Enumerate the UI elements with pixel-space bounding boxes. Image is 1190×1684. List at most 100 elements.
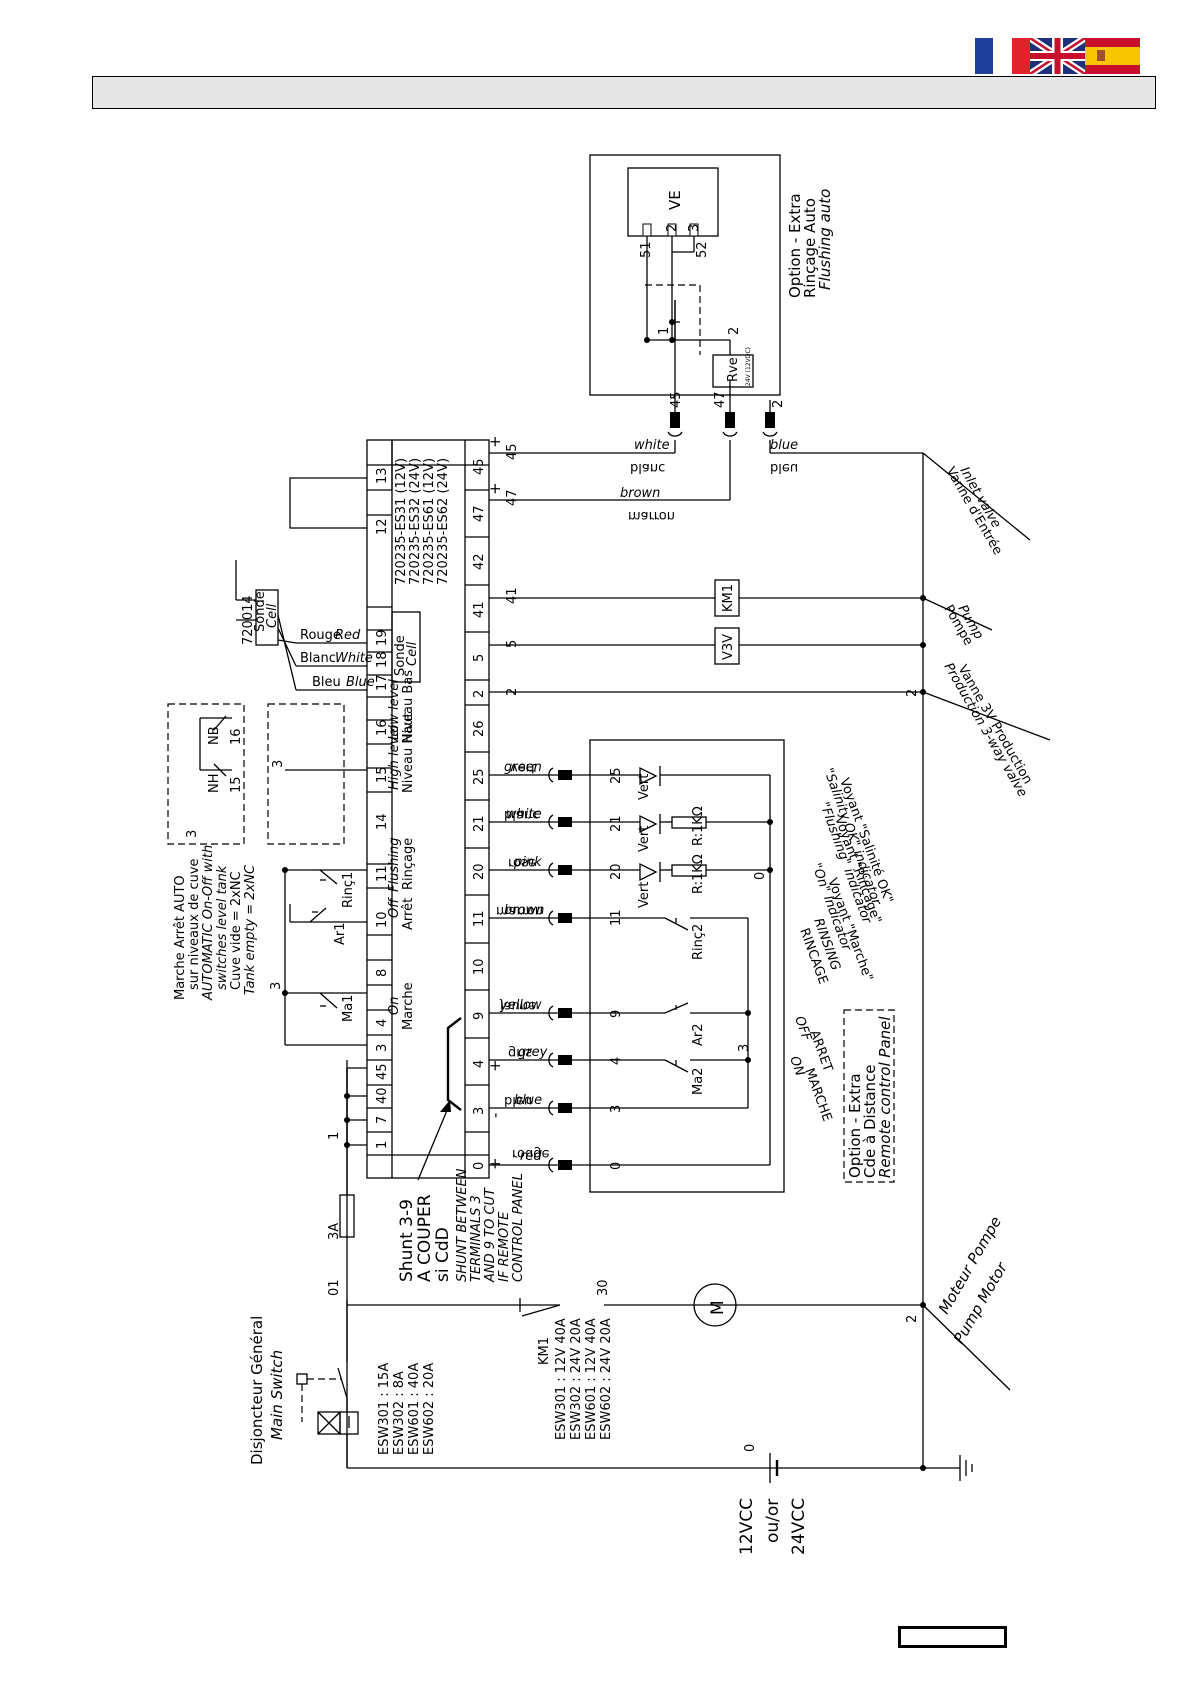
upper-terminal-11: 11 [375, 865, 390, 882]
v3v-label: V3V [721, 634, 736, 660]
out-wire-5: 5 [505, 640, 520, 648]
level-caption-0: Marche Arrêt AUTO [173, 875, 188, 1000]
wire-2-fr: bleu [770, 460, 798, 475]
shunt-en-0: SHUNT BETWEEN [455, 1168, 470, 1282]
marche-label-en: On [387, 997, 402, 1015]
wire-47-fr: marron [628, 508, 675, 523]
rve-label: Rve [726, 357, 741, 382]
rail-2-label: 2 [905, 689, 920, 697]
rinc1-button-symbol [319, 869, 338, 885]
sign-minus-3: - [486, 1113, 504, 1118]
wire-white-en: white [506, 807, 542, 822]
km1-rating-0: ESW301 : 12V 40A [554, 1318, 569, 1440]
km1-coil-label: KM1 [721, 584, 736, 612]
ma1-button-symbol [319, 992, 338, 1009]
sonde-module-en: Cell [405, 641, 420, 666]
shunt-fr-1: A COUPER [415, 1194, 435, 1282]
upper-terminal-16: 16 [375, 719, 390, 736]
wire-pink-fr: rose [508, 855, 536, 870]
niveau-bas-fr: Niveau Bas [401, 670, 416, 743]
rinc2-button-symbol [664, 917, 689, 931]
wire-grey-fr: gris [508, 1045, 532, 1060]
supply-voltage-1: 12VCC [737, 1498, 757, 1555]
sonde-probe-en: Cell [265, 603, 280, 628]
lower-terminal-10: 10 [472, 958, 487, 975]
lower-terminal-11: 11 [472, 910, 487, 927]
upper-terminal-18: 18 [375, 651, 390, 668]
shunt-en-4: CONTROL PANEL [511, 1173, 526, 1282]
remote-panel-box [589, 739, 785, 1193]
rinc1-label: Rinç1 [341, 872, 356, 908]
level-node-3b: 3 [271, 760, 286, 768]
niveau-haut-en: High level [387, 725, 402, 790]
rincage-label-en: Flushing [387, 838, 402, 892]
km1-contact-symbol [519, 1298, 561, 1317]
out-wire-41: 41 [505, 587, 520, 604]
sonde-probe-wiring [235, 560, 367, 691]
km1-coil [714, 579, 740, 617]
ma1-label: Ma1 [341, 995, 356, 1022]
level-16-label: 16 [229, 728, 244, 745]
sonde-wire-blue-en: Blue [346, 675, 375, 690]
marche-label-fr: Marche [401, 982, 416, 1030]
remote-wires [489, 774, 560, 1166]
sign-plus-47: + [486, 482, 504, 495]
ar2-label: Ar2 [691, 1023, 706, 1046]
ar1-button-symbol [309, 907, 327, 923]
flushing-title-2: Flushing auto [816, 189, 834, 290]
wire-green-fr: vert [510, 760, 536, 775]
km1-rating-1: ESW302 : 24V 20A [569, 1318, 584, 1440]
flushing-title-0: Option - Extra [786, 193, 804, 298]
remote-node-11: 11 [609, 909, 624, 926]
upper-terminal-17: 17 [375, 674, 390, 691]
rve-spec: 24V (12VDC) [745, 347, 752, 386]
resistor-label-20: R:1KΩ [691, 854, 706, 894]
ma2-label: Ma2 [691, 1068, 706, 1095]
lower-terminal-21: 21 [472, 815, 487, 832]
shunt-en-2: AND 9 TO CUT [483, 1187, 498, 1283]
sonde-probe-fr: Sonde [253, 591, 268, 632]
ar1-label: Ar1 [333, 922, 348, 945]
wire-45-fr: blanc [630, 460, 665, 475]
language-flags [975, 38, 1140, 74]
wire-blue-en: blue [514, 1093, 542, 1108]
flushing-internal-wiring [645, 236, 731, 355]
connector-47-label: 47 [713, 391, 728, 408]
supply-bus [346, 1067, 367, 1146]
led-label-25: Vert [637, 774, 652, 800]
caption-on-en: ON [786, 1054, 807, 1078]
remote-connectors [548, 767, 572, 1173]
caption-on-fr: MARCHE [801, 1066, 834, 1123]
upper-terminal-15: 15 [375, 766, 390, 783]
level-caption-2: AUTOMATIC On-Off with [201, 845, 216, 1001]
sign-plus-45: + [486, 435, 504, 448]
page-number-box [898, 1626, 1007, 1648]
upper-terminal-12: 12 [375, 518, 390, 535]
remote-node-0: 0 [609, 1162, 624, 1170]
remote-title-1: Cde à Distance [861, 1064, 879, 1178]
wire-yellow-en: yellow [499, 998, 542, 1013]
upper-terminal-14: 14 [375, 813, 390, 830]
sonde-probe-code: 720014 [241, 595, 256, 645]
shunt-fr-2: si CdD [433, 1227, 453, 1282]
lower-terminal-45: 45 [472, 458, 487, 475]
flushing-node-2: 2 [727, 327, 742, 335]
main-switch-rating-3: ESW602 : 20A [422, 1363, 437, 1455]
ve-pin-3: 3 [687, 224, 702, 232]
lower-terminal-9: 9 [472, 1012, 487, 1020]
supply-voltage-3: 24VCC [789, 1498, 809, 1555]
wire-30-label: 30 [596, 1279, 611, 1296]
upper-terminal-40: 40 [375, 1087, 390, 1104]
km1-contact-label: KM1 [537, 1337, 552, 1365]
lower-terminal-2: 2 [472, 690, 487, 698]
remote-node-3r: 3 [737, 1044, 752, 1052]
v3v-coil [714, 627, 740, 665]
local-buttons-wiring [284, 869, 367, 1046]
wire-brown-en: brown [504, 903, 544, 918]
flag-uk-icon[interactable] [1030, 38, 1085, 74]
main-switch-en: Main Switch [268, 1350, 286, 1440]
flag-spain-icon[interactable] [1085, 38, 1140, 74]
level-bridge-box [267, 703, 345, 845]
lower-terminal-25: 25 [472, 768, 487, 785]
flag-france-icon[interactable] [975, 38, 1030, 74]
